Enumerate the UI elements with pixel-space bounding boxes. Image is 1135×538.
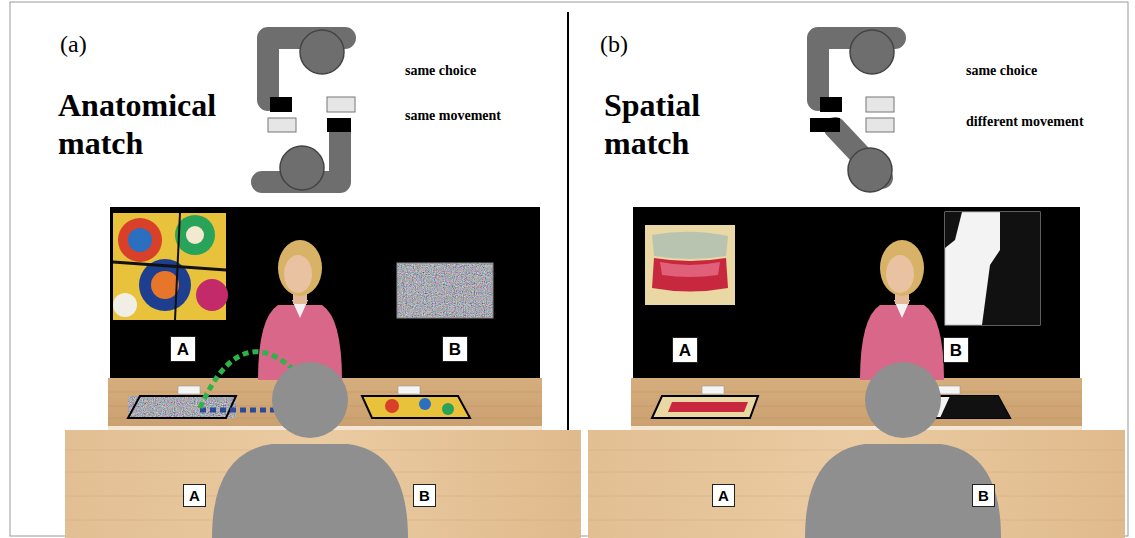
scene-part <box>631 392 1082 418</box>
wall-label-box: B <box>943 337 969 363</box>
schematic-icon <box>810 30 895 192</box>
schematic-icon-part <box>820 97 842 112</box>
panel-title: Anatomical match <box>58 86 243 162</box>
scene-part <box>113 262 226 270</box>
scene-part <box>151 271 179 299</box>
wall-label-box: A <box>672 337 698 363</box>
schematic-icon-part <box>268 118 296 132</box>
scene-part <box>668 402 748 412</box>
wall-label-box: B <box>442 336 468 362</box>
scene-part <box>186 226 204 244</box>
scene-part <box>175 215 215 255</box>
wall-label-box: A <box>170 336 196 362</box>
schematic-icon <box>262 30 355 190</box>
scene-part <box>945 212 962 248</box>
scene-part <box>362 396 470 418</box>
schematic-icon-part <box>270 97 292 112</box>
scene-part <box>880 240 924 296</box>
scene <box>65 207 581 538</box>
condition-note: same choice <box>405 62 476 79</box>
scene-part <box>212 444 408 538</box>
condition-note: different movement <box>966 113 1084 130</box>
scene <box>588 207 1125 538</box>
panel-title: Spatial match <box>604 86 754 162</box>
box-letter: A <box>189 488 200 503</box>
table-label-box: B <box>972 484 995 507</box>
scene-part <box>284 255 312 293</box>
schematic-icon-part <box>850 30 894 74</box>
scene-part <box>398 386 420 394</box>
condition-note: same movement <box>405 107 501 124</box>
scene-part <box>118 218 162 262</box>
scene-part <box>175 213 180 320</box>
scene-part <box>805 444 1001 538</box>
box-letter: A <box>718 488 729 503</box>
scene-part <box>631 378 1082 428</box>
scene-part <box>178 386 200 394</box>
panel-letter: (b) <box>600 30 628 58</box>
scene-part <box>631 426 1082 430</box>
scene-part <box>652 232 728 259</box>
scene-part <box>940 396 1010 418</box>
box-letter: B <box>978 488 989 503</box>
scene-part <box>110 207 540 379</box>
scene-part <box>652 258 728 292</box>
scene-part <box>272 362 348 438</box>
schematic-icon-part <box>280 146 324 190</box>
scene-part <box>385 399 399 413</box>
schematic-icon-part <box>866 97 894 112</box>
schematic-icon-part <box>327 118 351 132</box>
scene-part <box>633 207 1080 379</box>
scene-part <box>397 263 493 318</box>
scene-part <box>886 255 914 293</box>
scene-part <box>945 212 1040 325</box>
schematic-icon-part <box>866 118 894 132</box>
box-letter: B <box>419 488 430 503</box>
scene-part <box>397 263 493 318</box>
scene-part <box>938 386 960 394</box>
schematic-icon-part <box>300 30 344 74</box>
box-letter: B <box>950 342 962 359</box>
table-label-box: A <box>712 484 735 507</box>
scene-part <box>128 396 236 418</box>
table-label-box: A <box>183 484 206 507</box>
scene-part <box>865 362 941 438</box>
schematic-icon-part <box>848 148 892 192</box>
scene-part <box>588 430 1125 538</box>
scene-part <box>419 398 431 410</box>
scene-part <box>982 212 1040 325</box>
scene-part <box>128 396 236 418</box>
scene-part <box>128 228 152 252</box>
scene-part <box>65 430 581 538</box>
scene-part <box>652 396 758 418</box>
scene-part <box>702 386 724 394</box>
condition-note: same choice <box>966 62 1037 79</box>
box-letter: A <box>177 341 189 358</box>
scene-part <box>645 225 735 305</box>
scene-part <box>196 279 228 311</box>
scene-part <box>113 293 137 317</box>
box-letter: A <box>679 342 691 359</box>
box-letter: B <box>449 341 461 358</box>
scene-part <box>442 403 454 415</box>
scene-part <box>278 240 322 296</box>
schematic-icon-part <box>327 97 355 112</box>
scene-part <box>660 262 720 277</box>
panel-letter: (a) <box>60 30 87 58</box>
table-label-box: B <box>413 484 436 507</box>
schematic-icon-part <box>810 118 840 132</box>
